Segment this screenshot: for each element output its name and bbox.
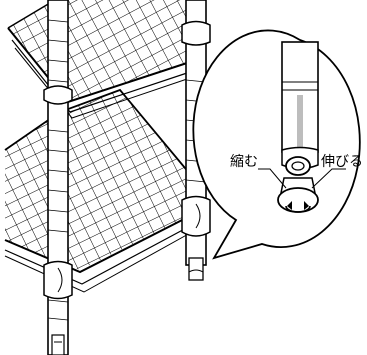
- lower-shelf: [4, 88, 196, 293]
- magnified-leveling-foot: [277, 156, 319, 213]
- left-pole: [43, 0, 73, 355]
- rotate-left-arrow-icon: [287, 201, 292, 210]
- extend-label: 伸びる: [321, 154, 363, 170]
- rotate-right-arrow-icon: [304, 201, 309, 210]
- detail-callout: 縮む 伸びる: [192, 29, 363, 260]
- shrink-label: 縮む: [230, 154, 258, 170]
- magnified-pole: [281, 41, 319, 170]
